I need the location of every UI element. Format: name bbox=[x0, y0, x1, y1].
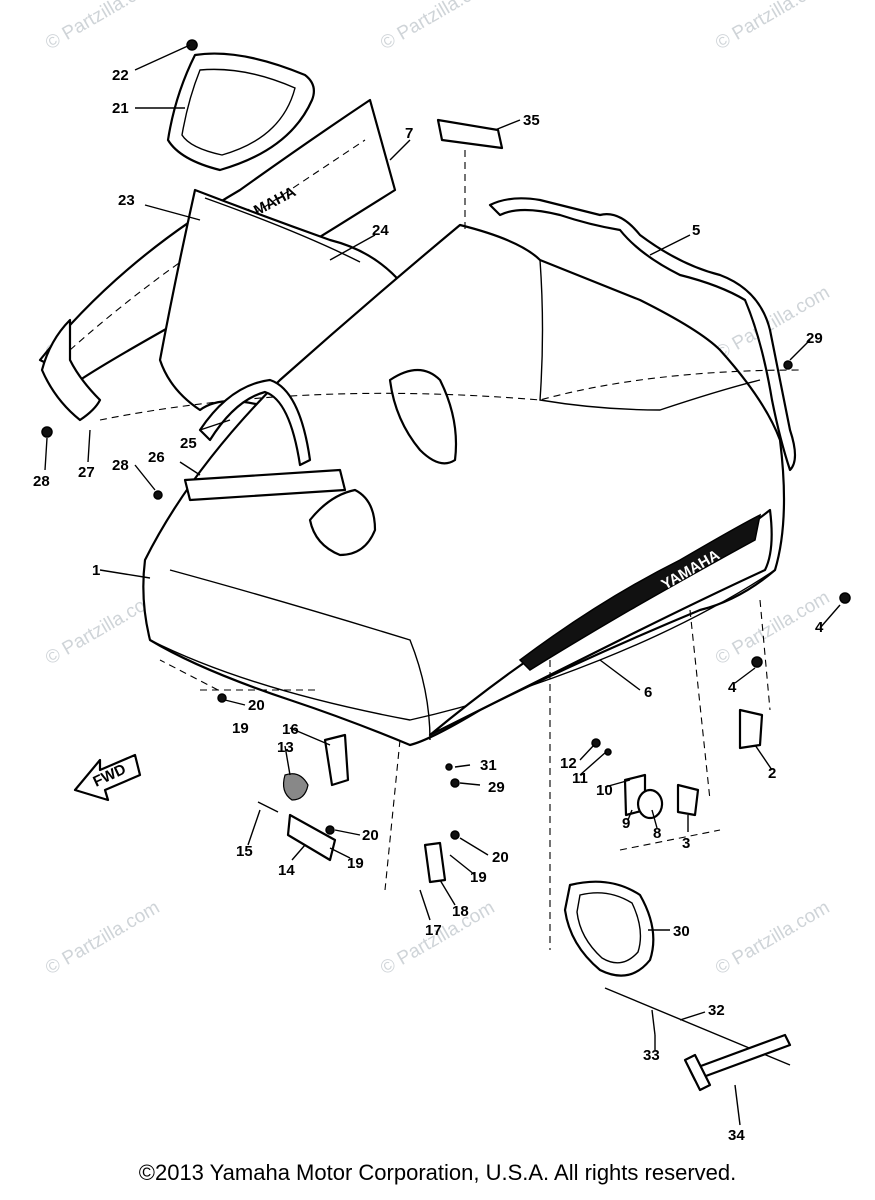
part-4-nut bbox=[751, 656, 763, 668]
callout-19: 19 bbox=[232, 720, 249, 737]
part-34-grip bbox=[683, 1053, 712, 1092]
callout-19: 19 bbox=[470, 869, 487, 886]
callout-10: 10 bbox=[596, 782, 613, 799]
part-3-plate bbox=[676, 783, 700, 817]
visor-inner bbox=[181, 68, 296, 156]
callout-34: 34 bbox=[728, 1127, 745, 1144]
hood-line bbox=[169, 569, 431, 741]
part-29-nut bbox=[783, 360, 793, 370]
callout-20: 20 bbox=[248, 697, 265, 714]
part-31-washer bbox=[445, 763, 453, 771]
part-20-nut bbox=[450, 830, 460, 840]
callout-11: 11 bbox=[572, 770, 588, 787]
part-8-disc bbox=[636, 788, 664, 820]
callout-1: 1 bbox=[92, 562, 100, 579]
callout-22: 22 bbox=[112, 67, 129, 84]
part-33-bolt bbox=[651, 1009, 656, 1036]
callout-4: 4 bbox=[728, 679, 737, 696]
fwd-arrow bbox=[73, 753, 142, 802]
callout-29: 29 bbox=[806, 330, 823, 347]
callout-8: 8 bbox=[653, 825, 661, 842]
part-20-nut bbox=[217, 693, 227, 703]
part-22-screw bbox=[186, 39, 198, 51]
part-35-plate bbox=[436, 118, 504, 150]
callout-2: 2 bbox=[768, 765, 776, 782]
callout-27: 27 bbox=[78, 464, 95, 481]
callout-24: 24 bbox=[372, 222, 389, 239]
hood-opening-left bbox=[308, 488, 377, 557]
part-21-visor bbox=[166, 52, 315, 172]
callout-21: 21 bbox=[112, 100, 129, 117]
callout-6: 6 bbox=[644, 684, 652, 701]
callout-26: 26 bbox=[148, 449, 165, 466]
callout-12: 12 bbox=[560, 755, 577, 772]
part-4-nut bbox=[839, 592, 851, 604]
callout-9: 9 bbox=[622, 815, 630, 832]
part-20-nut bbox=[325, 825, 335, 835]
callout-29: 29 bbox=[488, 779, 505, 796]
callout-4: 4 bbox=[815, 619, 824, 636]
part-2-bracket bbox=[738, 708, 764, 750]
hood-opening-vent bbox=[388, 368, 458, 465]
callout-23: 23 bbox=[118, 192, 135, 209]
callout-3: 3 bbox=[682, 835, 690, 852]
callout-32: 32 bbox=[708, 1002, 725, 1019]
part-25-trim bbox=[198, 378, 312, 467]
hood-dash bbox=[99, 369, 801, 421]
windshield-edge bbox=[204, 197, 361, 263]
watermark: © Partzilla.com bbox=[712, 0, 833, 54]
hood-line bbox=[539, 259, 761, 411]
watermark: © Partzilla.com bbox=[712, 897, 833, 979]
hardware bbox=[41, 360, 851, 1036]
ring-inner bbox=[576, 892, 642, 964]
part-30-ring bbox=[563, 880, 655, 977]
callout-25: 25 bbox=[180, 435, 197, 452]
callout-19: 19 bbox=[347, 855, 364, 872]
part-29-nut bbox=[450, 778, 460, 788]
callout-28: 28 bbox=[112, 457, 129, 474]
callout-18: 18 bbox=[452, 903, 469, 920]
part-15-bolt bbox=[257, 801, 279, 813]
copyright-notice: ©2013 Yamaha Motor Corporation, U.S.A. A… bbox=[138, 1160, 737, 1185]
callout-13: 13 bbox=[277, 739, 294, 756]
part-5-seal bbox=[488, 197, 797, 472]
part-16-bracket bbox=[323, 733, 350, 787]
callout-31: 31 bbox=[480, 757, 497, 774]
callout-20: 20 bbox=[492, 849, 509, 866]
callout-15: 15 bbox=[236, 843, 253, 860]
callout-7: 7 bbox=[405, 125, 413, 142]
watermark: © Partzilla.com bbox=[42, 897, 163, 979]
callout-5: 5 bbox=[692, 222, 700, 239]
assembly-lines bbox=[159, 150, 771, 950]
callout-numbers: 1 2 3 4 4 5 6 7 8 9 10 11 12 13 14 15 16… bbox=[33, 67, 824, 1144]
part-18-bracket bbox=[423, 841, 447, 884]
callout-17: 17 bbox=[425, 922, 442, 939]
part-28-rivet bbox=[153, 490, 163, 500]
part-26-trim bbox=[183, 468, 347, 502]
stripe-dark-band bbox=[518, 513, 762, 671]
part-13-latch bbox=[282, 773, 309, 801]
callout-28: 28 bbox=[33, 473, 50, 490]
watermark: © Partzilla.com bbox=[377, 0, 498, 54]
leader-lines bbox=[44, 44, 841, 1126]
watermark: © Partzilla.com bbox=[42, 0, 163, 54]
callout-33: 33 bbox=[643, 1047, 660, 1064]
part-28-rivet bbox=[41, 426, 53, 438]
parts-diagram: © Partzilla.com © Partzilla.com © Partzi… bbox=[33, 0, 851, 1144]
part-27-trim bbox=[40, 318, 102, 422]
part-14-bracket bbox=[286, 813, 337, 862]
callout-35: 35 bbox=[523, 112, 540, 129]
callout-14: 14 bbox=[278, 862, 295, 879]
callout-30: 30 bbox=[673, 923, 690, 940]
callout-20: 20 bbox=[362, 827, 379, 844]
callout-16: 16 bbox=[282, 721, 299, 738]
